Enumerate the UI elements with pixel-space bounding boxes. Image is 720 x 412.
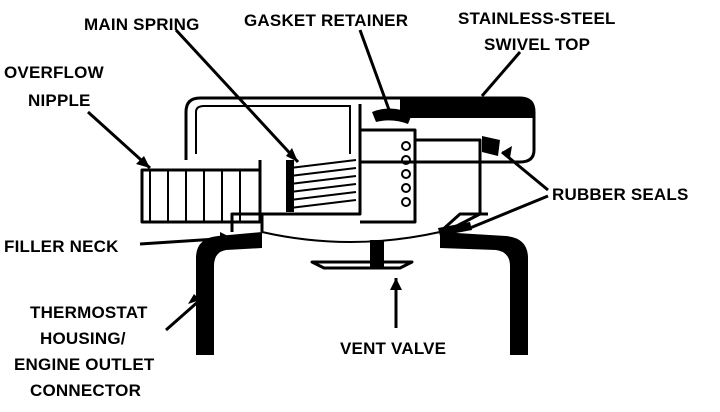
inner-spring: [401, 141, 411, 207]
label-swivel-top-line2: SWIVEL TOP: [484, 35, 590, 54]
leader-thermostat: [165, 298, 201, 332]
label-thermostat-line4: CONNECTOR: [30, 381, 141, 400]
rubber-seal-upper: [482, 136, 500, 156]
leader-main-spring: [174, 28, 300, 164]
leader-rubber-seal-top: [501, 150, 549, 192]
main-spring: [286, 159, 357, 212]
label-rubber-seals: RUBBER SEALS: [552, 185, 689, 204]
label-thermostat-line2: HOUSING/: [40, 329, 126, 348]
label-gasket-retainer: GASKET RETAINER: [244, 11, 408, 30]
overflow-nipple: [140, 168, 262, 224]
seal-plate: [261, 231, 441, 243]
rubber-seal-lower: [438, 222, 472, 236]
cap-stem: [360, 128, 417, 224]
vent-valve: [310, 240, 414, 270]
cap-stem-right: [415, 138, 482, 234]
thermostat-housing-right: [440, 232, 528, 355]
leader-filler-neck: [139, 236, 233, 246]
label-vent-valve: VENT VALVE: [340, 339, 446, 358]
leader-rubber-seal-bottom: [469, 194, 549, 230]
leader-swivel-top: [480, 51, 522, 97]
label-overflow-line2: NIPPLE: [28, 91, 91, 110]
thermostat-housing: [196, 232, 262, 355]
label-thermostat-line1: THERMOSTAT: [30, 303, 148, 322]
label-filler-neck: FILLER NECK: [4, 237, 119, 256]
label-swivel-top-line1: STAINLESS-STEEL: [458, 9, 616, 28]
arrowheads: [136, 146, 512, 304]
leader-gasket-retainer: [358, 29, 394, 119]
label-overflow-line1: OVERFLOW: [4, 63, 105, 82]
swivel-top-inner: [195, 105, 351, 154]
leader-overflow-nipple: [86, 110, 152, 170]
swivel-top-shade: [400, 98, 534, 118]
leader-lines: [86, 28, 549, 332]
label-main-spring: MAIN SPRING: [84, 15, 200, 34]
label-thermostat-line3: ENGINE OUTLET: [14, 355, 155, 374]
